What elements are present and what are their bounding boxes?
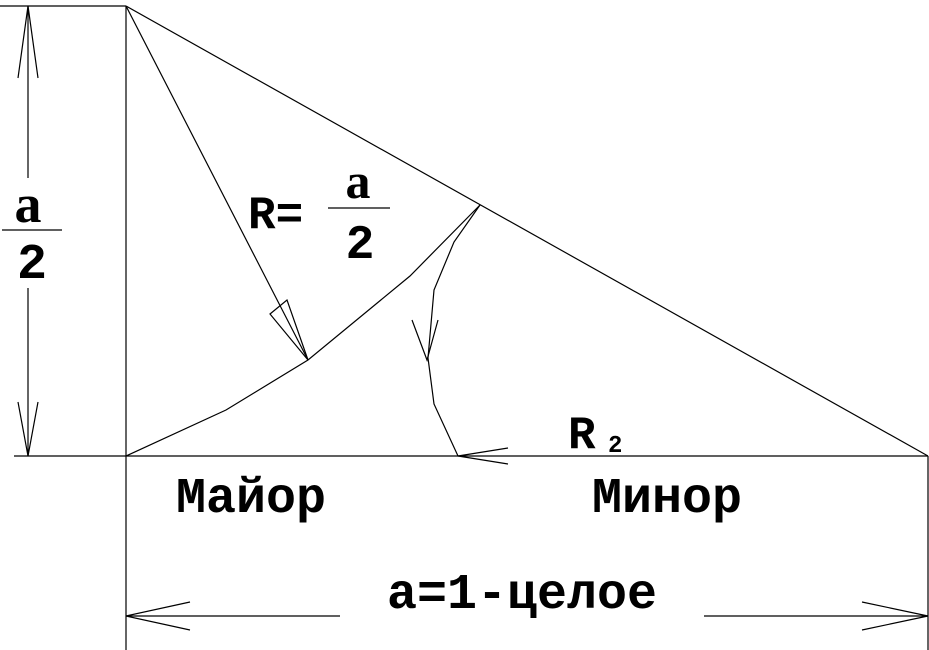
r2-label-subscript: 2	[608, 433, 622, 460]
left-fraction-denominator: 2	[17, 237, 47, 294]
radius-segment	[125, 5, 309, 361]
major-arc	[125, 204, 481, 457]
r2-arc-curve	[427, 204, 481, 457]
left-fraction: a 2	[2, 174, 62, 294]
radius-arrow-icon	[269, 298, 309, 361]
radius-line	[125, 5, 309, 361]
r2-arc-arrow-icon	[411, 319, 439, 362]
fraction-background	[0, 178, 64, 288]
right-arrow-icon	[861, 601, 929, 631]
radius-label-numerator: a	[346, 153, 371, 209]
base-dimension: a=1-целое	[125, 560, 929, 631]
r2-label: R 2	[568, 410, 622, 462]
left-fraction-numerator: a	[15, 174, 42, 234]
radius-label-denominator: 2	[346, 219, 375, 273]
dimension-label-background	[340, 560, 704, 620]
r2-base-arrow-icon	[457, 447, 509, 465]
r2-arc	[411, 204, 509, 465]
hypotenuse	[125, 5, 929, 457]
radius-label: R= a 2	[248, 153, 390, 273]
up-arrow-icon	[17, 5, 39, 79]
radius-label-prefix: R=	[248, 190, 303, 242]
r2-label-letter: R	[568, 410, 596, 462]
left-arrow-icon	[125, 601, 191, 631]
minor-label: Минор	[592, 471, 742, 528]
base-dimension-label: a=1-целое	[387, 567, 657, 624]
major-label: Майор	[176, 471, 326, 528]
